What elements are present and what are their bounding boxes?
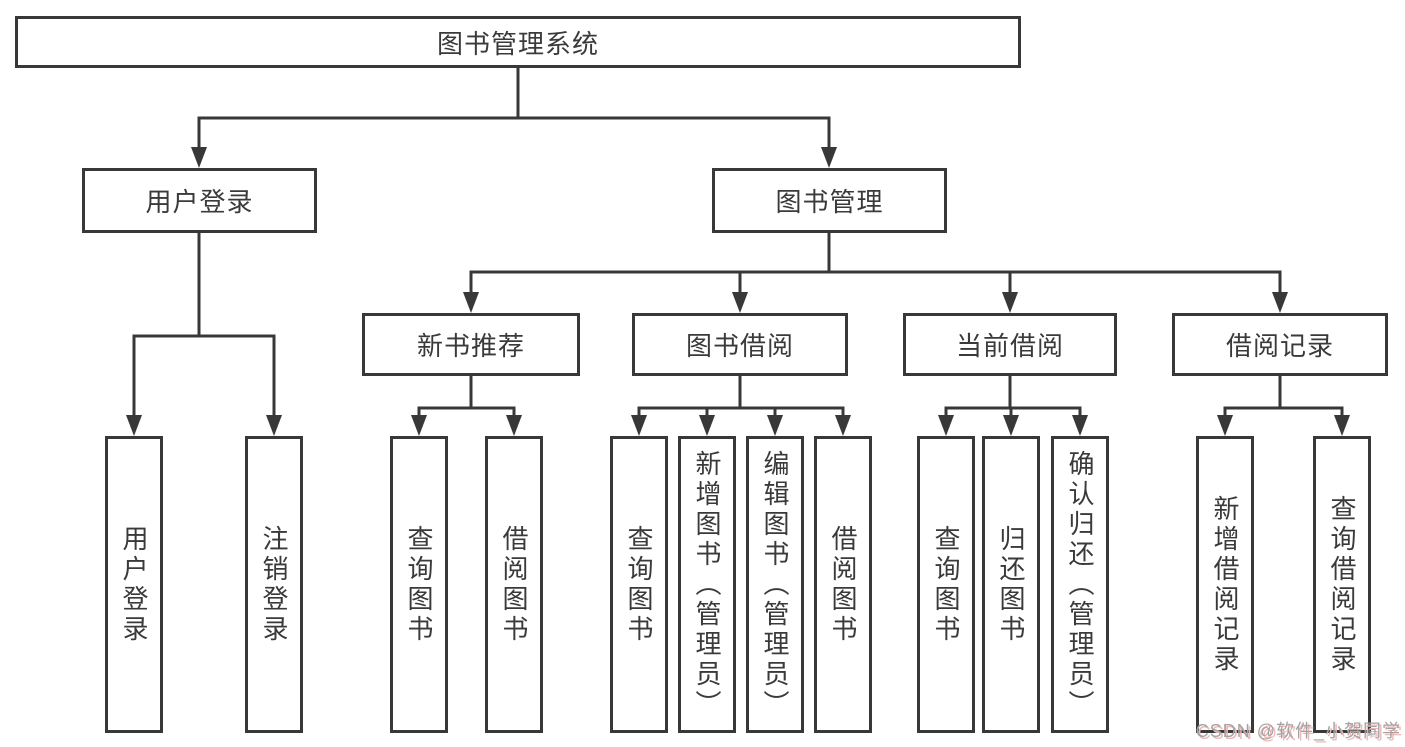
leaf-borrow-books-borrowing: 借阅图书 bbox=[814, 436, 872, 733]
arrowhead bbox=[821, 147, 837, 168]
arrowhead bbox=[767, 415, 783, 436]
node-label: 图书借阅 bbox=[685, 331, 794, 361]
leaf-confirm-return-admin: 确认归还（管理员） bbox=[1051, 436, 1109, 733]
arrowhead bbox=[506, 415, 522, 436]
node-book-management: 图书管理 bbox=[712, 168, 947, 233]
arrowhead bbox=[1217, 415, 1233, 436]
leaf-query-books-recommend: 查询图书 bbox=[390, 436, 448, 733]
arrowhead bbox=[699, 415, 715, 436]
node-label: 新书推荐 bbox=[416, 331, 525, 361]
csdn-watermark: CSDN @软件_小贺同学 bbox=[1195, 721, 1401, 741]
leaf-label: 注销登录 bbox=[259, 524, 289, 645]
node-new-book-recommendation: 新书推荐 bbox=[362, 313, 580, 376]
leaf-label: 查询借阅记录 bbox=[1327, 494, 1357, 675]
arrowhead bbox=[835, 415, 851, 436]
leaf-query-books-borrowing: 查询图书 bbox=[610, 436, 668, 733]
arrowhead bbox=[1002, 292, 1018, 313]
arrowhead bbox=[938, 415, 954, 436]
leaf-user-login: 用户登录 bbox=[105, 436, 163, 733]
leaf-label: 归还图书 bbox=[996, 524, 1026, 645]
leaf-label: 编辑图书（管理员） bbox=[760, 449, 790, 720]
node-label: 借阅记录 bbox=[1225, 331, 1334, 361]
arrowhead bbox=[631, 415, 647, 436]
arrowhead bbox=[1272, 292, 1288, 313]
leaf-label: 查询图书 bbox=[931, 524, 961, 645]
leaf-label: 用户登录 bbox=[119, 524, 149, 645]
node-label: 图书管理系统 bbox=[436, 28, 599, 59]
arrowhead bbox=[411, 415, 427, 436]
leaf-label: 新增借阅记录 bbox=[1210, 494, 1240, 675]
leaf-label: 借阅图书 bbox=[499, 524, 529, 645]
leaf-query-books-current: 查询图书 bbox=[917, 436, 975, 733]
node-label: 用户登录 bbox=[145, 187, 254, 217]
leaf-edit-books-admin: 编辑图书（管理员） bbox=[746, 436, 804, 733]
node-current-borrowing: 当前借阅 bbox=[903, 313, 1117, 376]
arrowhead bbox=[1003, 415, 1019, 436]
arrowhead bbox=[1334, 415, 1350, 436]
leaf-label: 借阅图书 bbox=[828, 524, 858, 645]
arrowhead bbox=[266, 415, 282, 436]
arrowhead bbox=[1072, 415, 1088, 436]
arrowhead bbox=[732, 292, 748, 313]
node-label: 当前借阅 bbox=[955, 331, 1064, 361]
node-label: 图书管理 bbox=[775, 187, 884, 217]
connector-root-to-level2 bbox=[197, 66, 831, 150]
arrowhead bbox=[463, 292, 479, 313]
node-book-borrowing: 图书借阅 bbox=[632, 313, 848, 376]
leaf-label: 查询图书 bbox=[404, 524, 434, 645]
leaf-label: 确认归还（管理员） bbox=[1065, 449, 1095, 720]
leaf-logout: 注销登录 bbox=[245, 436, 303, 733]
leaf-borrow-books-recommend: 借阅图书 bbox=[485, 436, 543, 733]
leaf-query-borrow-record: 查询借阅记录 bbox=[1313, 436, 1371, 733]
arrowhead bbox=[126, 415, 142, 436]
connector-book-management-to-level3 bbox=[469, 231, 1282, 295]
leaf-add-books-admin: 新增图书（管理员） bbox=[678, 436, 736, 733]
leaf-return-books: 归还图书 bbox=[982, 436, 1040, 733]
connector-borrowing-records-to-leaves bbox=[1223, 374, 1344, 419]
node-user-login: 用户登录 bbox=[82, 168, 317, 233]
connector-user-login-to-leaves bbox=[132, 231, 276, 418]
leaf-label: 新增图书（管理员） bbox=[692, 449, 722, 720]
arrowhead bbox=[191, 147, 207, 168]
connector-book-borrowing-to-leaves bbox=[637, 374, 845, 419]
connector-current-borrowing-to-leaves bbox=[944, 374, 1082, 419]
connector-new-book-recommendation-to-leaves bbox=[417, 374, 516, 419]
node-library-management-system: 图书管理系统 bbox=[15, 16, 1021, 68]
node-borrowing-records: 借阅记录 bbox=[1172, 313, 1388, 376]
leaf-add-borrow-record: 新增借阅记录 bbox=[1196, 436, 1254, 733]
leaf-label: 查询图书 bbox=[624, 524, 654, 645]
